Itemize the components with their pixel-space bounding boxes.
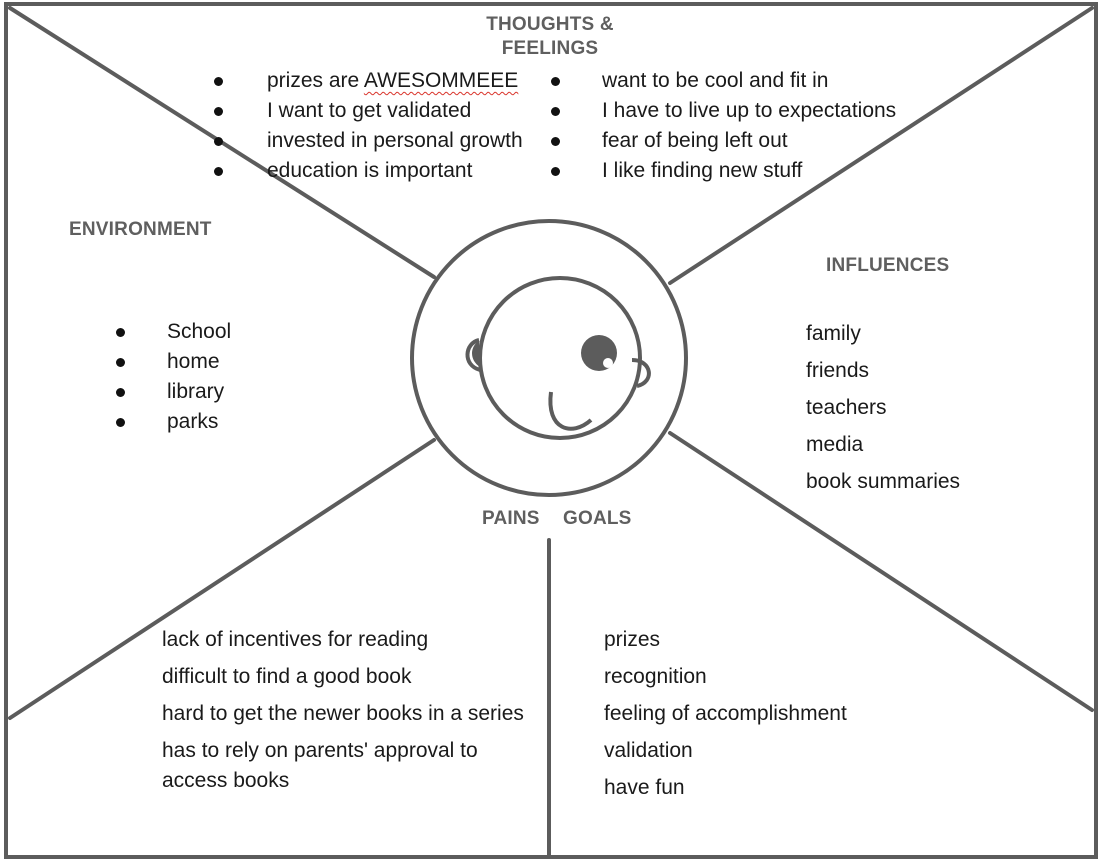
bullet-icon (214, 167, 223, 176)
goals-heading: GOALS (563, 508, 632, 529)
misspelled-word: AWESOMMEEE (363, 69, 519, 92)
influence-item: book summaries (806, 470, 961, 493)
influences-list: family friends teachers media book summa… (806, 315, 960, 500)
goals-list: prizes recognition feeling of accomplish… (604, 625, 847, 810)
bullet-icon (214, 137, 223, 146)
goal-item: recognition (604, 665, 707, 688)
thought-text: fear of being left out (602, 129, 788, 152)
bullet-icon (551, 167, 560, 176)
bullet-icon (551, 77, 560, 86)
goal-item: validation (604, 739, 693, 762)
divider-bottom-left (8, 438, 436, 720)
environment-item: School (167, 320, 232, 343)
thought-text: I want to get validated (267, 99, 472, 122)
goal-item: feeling of accomplishment (604, 702, 847, 725)
bullet-icon (214, 107, 223, 116)
thought-text: I like finding new stuff (602, 159, 803, 182)
pains-heading: PAINS (482, 508, 540, 529)
influence-item: teachers (806, 396, 887, 419)
goal-item: prizes (604, 628, 661, 651)
bullet-icon (551, 107, 560, 116)
thought-text: want to be cool and fit in (602, 69, 829, 92)
bullet-icon (116, 418, 125, 427)
influence-item: family (806, 322, 861, 345)
thought-text: education is important (267, 159, 473, 182)
bullet-icon (116, 328, 125, 337)
thoughts-heading-line1: THOUGHTS & (486, 14, 614, 35)
thought-text: prizes are (267, 69, 364, 92)
influences-heading: INFLUENCES (826, 255, 950, 276)
divider-top-right (668, 6, 1094, 285)
thoughts-heading-line2: FEELINGS (501, 38, 599, 59)
bullet-icon (551, 137, 560, 146)
face-icon (465, 276, 651, 440)
influence-item: friends (806, 359, 870, 382)
pains-list: lack of incentives for reading difficult… (162, 625, 524, 796)
pain-item: access books (162, 769, 290, 792)
divider-bottom-right (668, 431, 1094, 712)
bullet-icon (116, 388, 125, 397)
environment-item: home (167, 350, 220, 373)
goal-item: have fun (604, 776, 685, 799)
influence-item: media (806, 433, 864, 456)
outer-border (4, 2, 1098, 859)
center-circle (410, 219, 688, 497)
thought-text: I have to live up to expectations (602, 99, 897, 122)
bullet-icon (214, 77, 223, 86)
environment-heading: ENVIRONMENT (69, 219, 212, 240)
environment-item: library (167, 380, 225, 403)
thoughts-feelings-heading: THOUGHTS & FEELINGS (450, 13, 650, 61)
pain-item: hard to get the newer books in a series (162, 702, 524, 725)
pain-item: has to rely on parents' approval to (162, 739, 478, 762)
bullet-icon (116, 358, 125, 367)
environment-item: parks (167, 410, 219, 433)
pain-item: difficult to find a good book (162, 665, 412, 688)
thought-text: invested in personal growth (267, 129, 523, 152)
pain-item: lack of incentives for reading (162, 628, 429, 651)
